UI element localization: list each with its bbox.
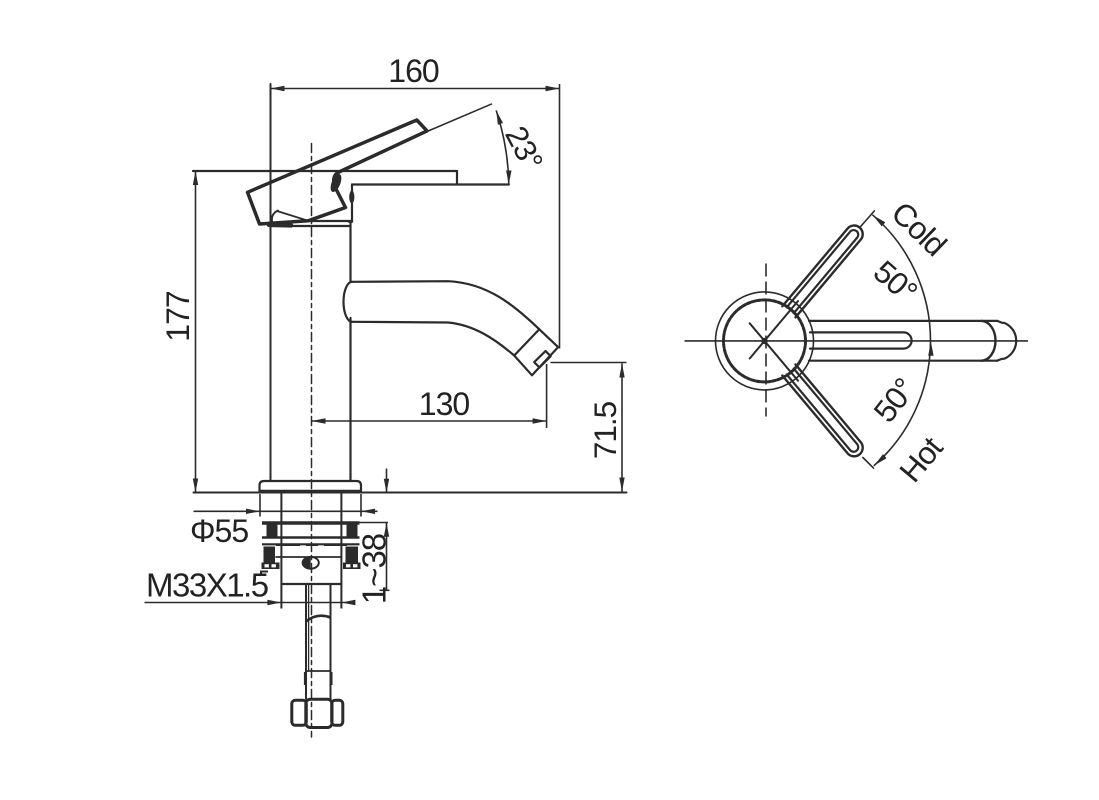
svg-text:160: 160 xyxy=(388,53,439,89)
svg-text:71.5: 71.5 xyxy=(587,401,623,459)
svg-text:130: 130 xyxy=(419,386,470,422)
svg-text:50°: 50° xyxy=(866,372,922,429)
svg-text:177: 177 xyxy=(160,291,196,342)
svg-text:Hot: Hot xyxy=(892,429,950,488)
svg-text:23°: 23° xyxy=(498,120,550,175)
svg-text:M33X1.5: M33X1.5 xyxy=(146,567,268,604)
svg-text:50°: 50° xyxy=(867,253,924,309)
svg-text:1~38: 1~38 xyxy=(356,534,393,604)
svg-text:Cold: Cold xyxy=(885,194,954,262)
svg-text:Φ55: Φ55 xyxy=(190,513,248,549)
